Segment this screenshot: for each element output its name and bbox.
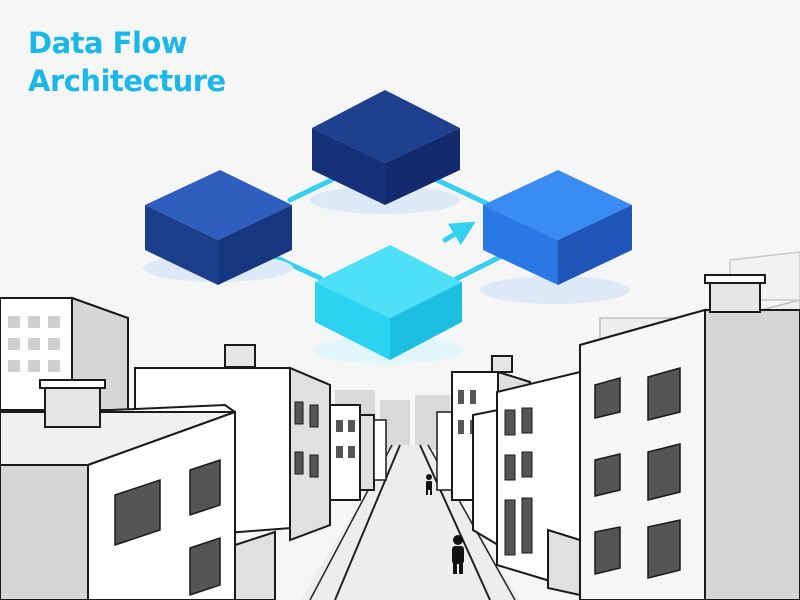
title-line-2: Architecture xyxy=(28,64,226,98)
connector-arrow-right xyxy=(442,221,476,246)
block-center xyxy=(313,245,463,364)
left-front-building xyxy=(0,379,276,600)
block-top xyxy=(310,90,460,214)
pedestrian-near xyxy=(452,535,464,574)
left-far-buildings xyxy=(329,404,387,501)
title-line-1: Data Flow xyxy=(28,26,188,60)
diagram-title: Data Flow Architecture xyxy=(28,24,226,100)
block-left xyxy=(143,170,293,285)
block-right xyxy=(480,170,632,304)
right-front-building xyxy=(579,274,800,600)
pedestrian-far xyxy=(426,474,432,495)
